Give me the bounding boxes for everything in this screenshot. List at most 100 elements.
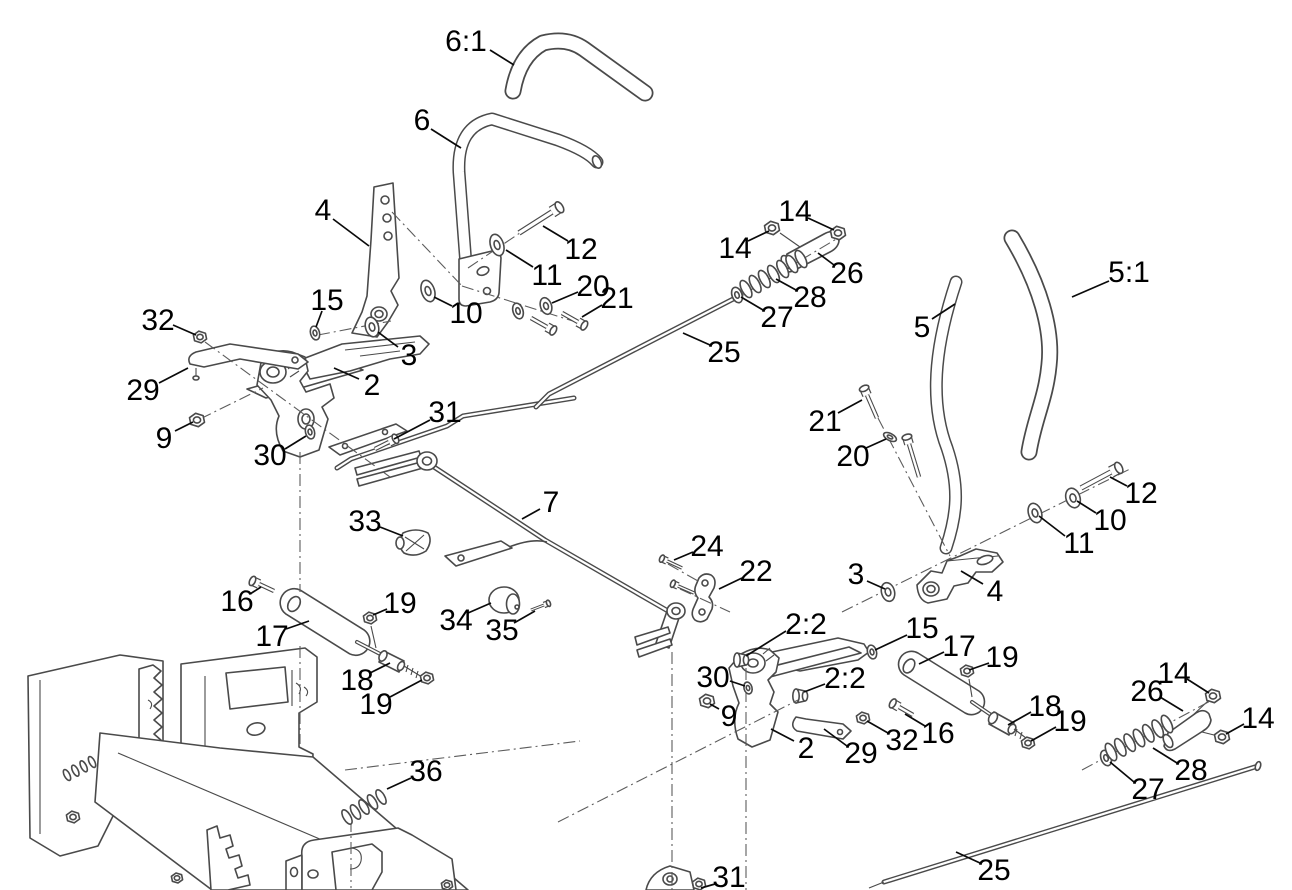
leader-line — [1030, 726, 1057, 742]
part-number-label: 10 — [449, 297, 482, 330]
callout-25: 25 — [682, 332, 741, 369]
part-number-label: 3 — [848, 558, 865, 591]
callout-14: 14 — [1157, 657, 1210, 694]
leader-line — [865, 438, 887, 449]
bolt-12-right — [1079, 461, 1124, 491]
leader-line — [747, 230, 770, 242]
leader-line — [513, 610, 536, 624]
callout-33: 33 — [348, 505, 404, 538]
part-number-label: 30 — [696, 661, 729, 694]
leader-line — [700, 883, 716, 889]
bottom-crank — [645, 865, 695, 890]
washer-15 — [309, 325, 321, 341]
part-number-label: 25 — [977, 854, 1010, 887]
bracket-29 — [188, 343, 309, 370]
leader-line — [1225, 723, 1245, 735]
part-number-label: 5 — [914, 311, 931, 344]
leader-line — [158, 367, 189, 384]
callout-14: 14 — [1225, 702, 1275, 735]
leader-line — [904, 713, 926, 727]
part-number-label: 32 — [141, 304, 174, 337]
leader-line — [333, 367, 360, 380]
leader-line — [837, 399, 863, 414]
crank-tine — [636, 638, 673, 658]
part-number-label: 31 — [428, 396, 461, 429]
spring-28-bottom — [1104, 714, 1174, 762]
console-hole — [307, 869, 319, 879]
washer-11-right — [1027, 502, 1043, 524]
part-number-label: 2 — [798, 732, 815, 765]
washer-3 — [364, 316, 380, 338]
leader-line — [393, 419, 431, 440]
part-number-label: 31 — [712, 861, 745, 890]
callout-25: 25 — [955, 851, 1011, 887]
leader-line — [284, 435, 307, 450]
callout-21: 21 — [808, 399, 863, 438]
callout-31: 31 — [700, 861, 746, 890]
damper-17 — [279, 587, 371, 657]
part-number-label: 30 — [253, 439, 286, 472]
part-number-label: 6:1 — [445, 25, 487, 58]
callout-7: 7 — [521, 486, 560, 520]
callout-2: 2 — [770, 728, 815, 765]
leader-line — [1007, 711, 1032, 726]
part-number-label: 14 — [718, 232, 751, 265]
leader-line — [389, 679, 423, 698]
part-number-label: 4 — [315, 194, 332, 227]
washer-10-right — [1064, 487, 1082, 509]
leader-line — [775, 278, 797, 291]
leader-line — [673, 551, 694, 561]
callout-20: 20 — [551, 270, 610, 304]
callout-17: 17 — [255, 620, 310, 653]
callout-35: 35 — [485, 610, 536, 647]
part-number-label: 24 — [690, 530, 723, 563]
callout-17: 17 — [918, 630, 976, 665]
screw-24-b — [669, 579, 695, 595]
callout-10: 10 — [1076, 500, 1127, 537]
callout-16: 16 — [904, 713, 955, 750]
part-number-label: 28 — [793, 281, 826, 314]
leader-line — [1109, 476, 1128, 487]
part-number-label: 19 — [985, 641, 1018, 674]
nut-32 — [192, 330, 208, 344]
leader-line — [931, 303, 956, 320]
leader-line — [489, 49, 515, 66]
callout-9: 9 — [709, 700, 738, 733]
washer-11 — [489, 233, 505, 257]
leader-line — [823, 728, 848, 747]
bolt-20-right — [901, 433, 922, 478]
callout-19: 19 — [359, 679, 423, 721]
washer-15-right — [866, 644, 878, 660]
bolt-21 — [560, 311, 589, 331]
callout-29: 29 — [823, 728, 878, 770]
callout-22: 22 — [718, 555, 773, 590]
callout-4: 4 — [315, 194, 370, 247]
part-number-label: 11 — [1063, 527, 1094, 560]
part-number-label: 29 — [126, 374, 159, 407]
console-curved-slot — [349, 847, 362, 870]
part-number-label: 15 — [905, 612, 938, 645]
part-number-label: 32 — [885, 724, 918, 757]
leader-line — [1038, 515, 1066, 537]
callout-14: 14 — [778, 195, 835, 231]
part-number-label: 7 — [543, 486, 560, 519]
part-number-label: 18 — [1028, 690, 1061, 723]
leader-line — [729, 680, 746, 687]
callout-34: 34 — [439, 602, 492, 637]
leader-line — [285, 620, 310, 630]
leader-line — [332, 218, 370, 247]
leader-line — [372, 608, 388, 616]
callout-10: 10 — [433, 296, 483, 330]
leader-line — [718, 577, 743, 590]
part-number-label: 9 — [721, 700, 738, 733]
callout-19: 19 — [1030, 705, 1087, 742]
washer-10 — [420, 279, 436, 303]
part-number-label: 14 — [778, 195, 811, 228]
bolt-20 — [529, 316, 558, 336]
part-number-label: 20 — [836, 440, 869, 473]
right-lever-assembly — [916, 548, 1004, 604]
callout-31: 31 — [393, 396, 462, 440]
part-number-label: 34 — [439, 604, 472, 637]
